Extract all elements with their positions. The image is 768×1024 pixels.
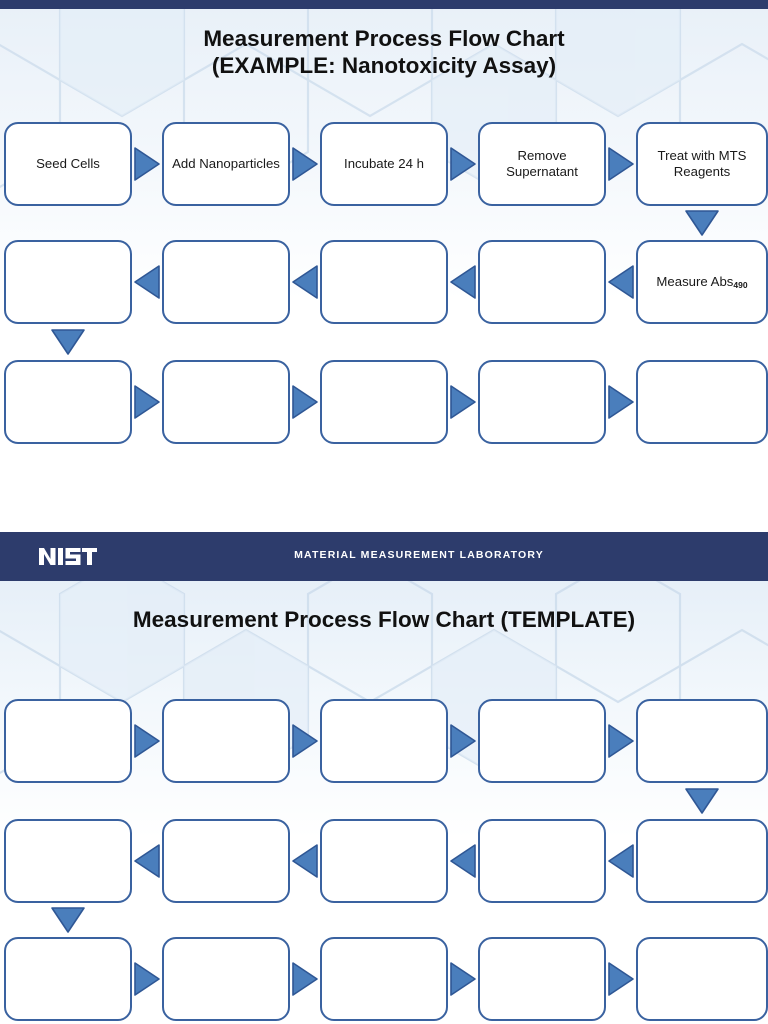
slide-example: Measurement Process Flow Chart (EXAMPLE:… xyxy=(0,0,768,492)
arrow-left-icon-r2-g1 xyxy=(134,265,160,299)
arrow-right-icon-r1-g4 xyxy=(608,147,634,181)
arrow-right-icon-r1-g1 xyxy=(134,147,160,181)
arrow-down-icon-r2-r3 xyxy=(51,907,85,933)
flow-node-r3-c2[interactable] xyxy=(162,360,290,444)
flow-node-r1-c3[interactable] xyxy=(320,699,448,783)
flow-node-r2-c3[interactable] xyxy=(320,819,448,903)
arrow-right-icon-r1-g4 xyxy=(608,724,634,758)
flow-node-r3-c3[interactable] xyxy=(320,360,448,444)
arrow-left-icon-r2-g4 xyxy=(608,265,634,299)
arrow-right-icon-r3-g2 xyxy=(292,962,318,996)
arrow-right-icon-r1-g1 xyxy=(134,724,160,758)
flow-node-label: Treat with MTS Reagents xyxy=(657,147,747,179)
flow-node-label-subscript: 490 xyxy=(733,279,748,290)
arrow-left-icon-r2-g2 xyxy=(292,844,318,878)
flow-node-label: Measure Abs490 xyxy=(656,273,748,290)
arrow-left-icon-r2-g3 xyxy=(450,265,476,299)
arrow-right-icon-r3-g4 xyxy=(608,962,634,996)
arrow-right-icon-r3-g3 xyxy=(450,962,476,996)
arrow-right-icon-r3-g4 xyxy=(608,385,634,419)
flow-node-r3-c1[interactable] xyxy=(4,360,132,444)
flow-node-r2-c5[interactable] xyxy=(636,819,768,903)
banner-laboratory-text: MATERIAL MEASUREMENT LABORATORY xyxy=(294,549,544,561)
flow-node-r2-c2[interactable] xyxy=(162,819,290,903)
arrow-right-icon-r3-g2 xyxy=(292,385,318,419)
flow-node-r3-c5[interactable] xyxy=(636,937,768,1021)
slide-template: MATERIAL MEASUREMENT LABORATORY Measurem… xyxy=(0,532,768,1024)
flow-node-r1-c4[interactable] xyxy=(478,699,606,783)
arrow-right-icon-r3-g3 xyxy=(450,385,476,419)
flow-node-r1-c4[interactable]: Remove Supernatant xyxy=(478,122,606,206)
arrow-down-icon-r1-r2 xyxy=(685,788,719,814)
flow-chart-example: Seed Cells Add Nanoparticles Incubate 24 h… xyxy=(0,0,768,492)
nist-banner: MATERIAL MEASUREMENT LABORATORY xyxy=(0,533,768,581)
arrow-right-icon-r1-g3 xyxy=(450,147,476,181)
flow-node-r3-c1[interactable] xyxy=(4,937,132,1021)
arrow-down-icon-r2-r3 xyxy=(51,329,85,355)
flow-node-r2-c3[interactable] xyxy=(320,240,448,324)
arrow-down-icon-r1-r2 xyxy=(685,210,719,236)
arrow-left-icon-r2-g2 xyxy=(292,265,318,299)
arrow-left-icon-r2-g1 xyxy=(134,844,160,878)
arrow-right-icon-r3-g1 xyxy=(134,385,160,419)
flow-chart-template xyxy=(0,532,768,1024)
arrow-right-icon-r1-g2 xyxy=(292,147,318,181)
arrow-right-icon-r1-g3 xyxy=(450,724,476,758)
flow-node-r2-c1[interactable] xyxy=(4,240,132,324)
flow-node-label: Seed Cells xyxy=(36,155,100,171)
flow-node-r3-c4[interactable] xyxy=(478,937,606,1021)
flow-node-r1-c2[interactable]: Add Nanoparticles xyxy=(162,122,290,206)
flow-node-r3-c3[interactable] xyxy=(320,937,448,1021)
flow-node-label: Incubate 24 h xyxy=(344,155,424,171)
flow-node-r1-c3[interactable]: Incubate 24 h xyxy=(320,122,448,206)
flow-node-r2-c2[interactable] xyxy=(162,240,290,324)
flow-node-r1-c1[interactable] xyxy=(4,699,132,783)
flow-node-r3-c4[interactable] xyxy=(478,360,606,444)
flow-node-r1-c1[interactable]: Seed Cells xyxy=(4,122,132,206)
top-navy-bar xyxy=(0,0,768,9)
flow-node-r1-c2[interactable] xyxy=(162,699,290,783)
flow-node-r1-c5[interactable] xyxy=(636,699,768,783)
flow-node-r3-c2[interactable] xyxy=(162,937,290,1021)
arrow-left-icon-r2-g4 xyxy=(608,844,634,878)
arrow-left-icon-r2-g3 xyxy=(450,844,476,878)
flow-node-r2-c5[interactable]: Measure Abs490 xyxy=(636,240,768,324)
flow-node-r1-c5[interactable]: Treat with MTS Reagents xyxy=(636,122,768,206)
flow-node-r3-c5[interactable] xyxy=(636,360,768,444)
arrow-right-icon-r3-g1 xyxy=(134,962,160,996)
flow-node-r2-c1[interactable] xyxy=(4,819,132,903)
flow-node-label: Remove Supernatant xyxy=(506,147,578,179)
flow-node-r2-c4[interactable] xyxy=(478,819,606,903)
flow-node-label: Add Nanoparticles xyxy=(172,155,280,171)
arrow-right-icon-r1-g2 xyxy=(292,724,318,758)
flow-node-r2-c4[interactable] xyxy=(478,240,606,324)
